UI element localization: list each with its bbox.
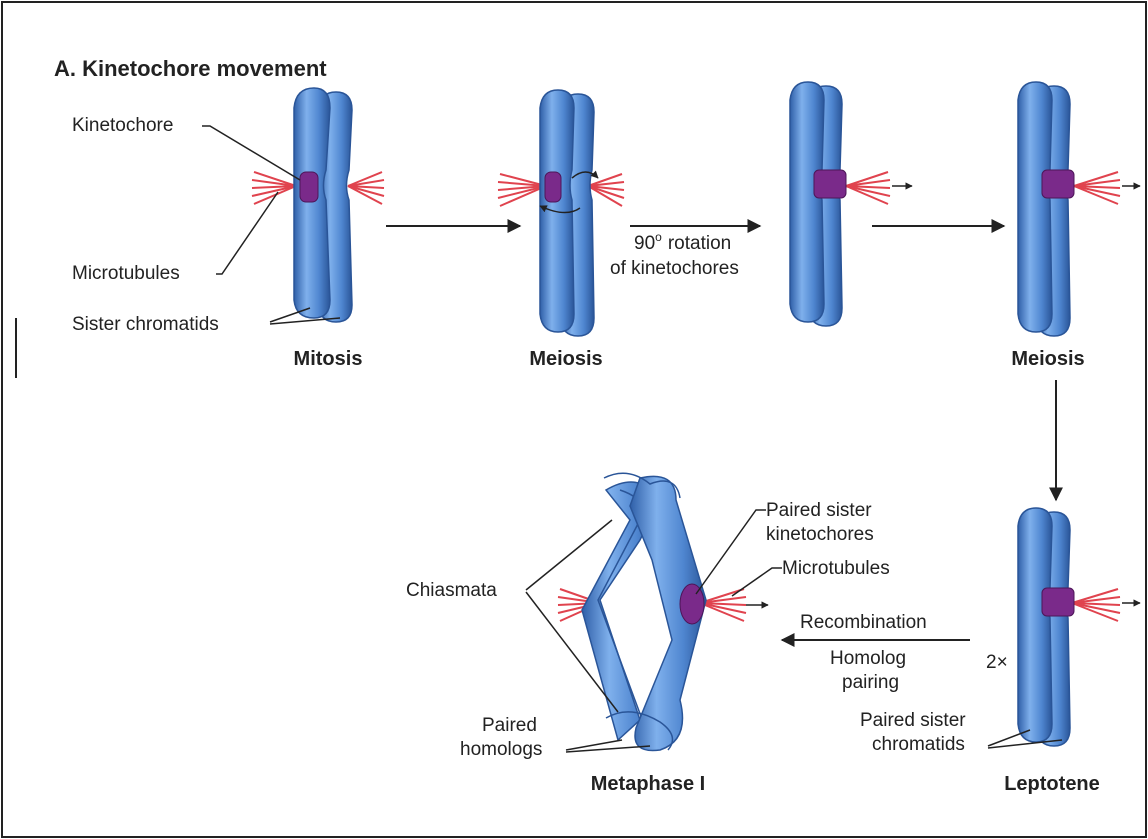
microtubules-right-meiosis-1 — [588, 174, 624, 206]
chromatid-front — [1018, 508, 1052, 742]
microtubules-leader — [216, 192, 278, 274]
homolog-pairing-line2: pairing — [842, 672, 899, 693]
kinetochore-meiosis-3 — [1042, 170, 1074, 198]
rotation-label-line2: of kinetochores — [610, 258, 739, 279]
kinetochore-leader — [202, 126, 300, 180]
microtubules-right-meiosis-3 — [1074, 172, 1120, 204]
homolog-pairing-line1: Homolog — [830, 648, 906, 669]
chromatid-front — [1018, 82, 1052, 332]
multiplier-label: 2× — [986, 652, 1008, 673]
kinetochore-metaphase — [680, 584, 704, 624]
diagram-title: A. Kinetochore movement — [54, 56, 327, 81]
stage-meiosis-1: Meiosis — [529, 348, 602, 370]
paired-sister-chromatids-line1: Paired sister — [860, 710, 966, 731]
microtubules-right-metaphase — [700, 589, 746, 621]
paired-sister-kinetochores-line1: Paired sister — [766, 500, 872, 521]
meiosis-chromosome-1 — [498, 90, 624, 336]
paired-homologs-line2: homologs — [460, 739, 542, 760]
stage-leptotene: Leptotene — [1004, 773, 1100, 795]
microtubules-label-2: Microtubules — [782, 558, 890, 579]
rotation-degree: o — [655, 230, 662, 244]
chromatid-left — [294, 88, 330, 318]
metaphase-bivalent — [558, 473, 768, 750]
paired-sister-chromatids-line2: chromatids — [872, 734, 965, 755]
kinetochore-mitosis — [300, 172, 318, 202]
microtubules-right-mitosis — [348, 172, 384, 204]
meiosis-chromosome-2 — [790, 82, 912, 326]
rotation-value: 90 — [634, 233, 655, 254]
microtubules-left-mitosis — [252, 172, 296, 204]
rotation-word: rotation — [668, 233, 731, 254]
paired-sister-kinetochores-leader — [696, 510, 766, 594]
stage-meiosis-2: Meiosis — [1011, 348, 1084, 370]
kinetochore-label: Kinetochore — [72, 115, 173, 136]
kinetochore-meiosis-1 — [545, 172, 561, 202]
microtubules-right-meiosis-2 — [846, 172, 890, 204]
sister-chromatids-label: Sister chromatids — [72, 314, 219, 335]
leptotene-chromosome — [1018, 508, 1140, 746]
paired-homologs-leader-2 — [566, 746, 650, 752]
chiasmata-label: Chiasmata — [406, 580, 497, 601]
kinetochore-meiosis-2 — [814, 170, 846, 198]
paired-homologs-line1: Paired — [482, 715, 537, 736]
recombination-label: Recombination — [800, 612, 927, 633]
meiosis-chromosome-3 — [1018, 82, 1140, 336]
stage-metaphase: Metaphase I — [591, 773, 705, 795]
microtubules-left-meiosis-1 — [498, 174, 546, 206]
chromatid-front — [790, 82, 824, 322]
microtubules-label: Microtubules — [72, 263, 180, 284]
rotation-label-line1: 90o rotation — [634, 230, 731, 254]
microtubules-right-leptotene — [1072, 589, 1120, 621]
mitosis-chromosome — [252, 88, 384, 322]
kinetochore-leptotene — [1042, 588, 1074, 616]
paired-sister-kinetochores-line2: kinetochores — [766, 524, 874, 545]
microtubules-leader-2 — [732, 568, 782, 596]
stage-mitosis: Mitosis — [294, 348, 363, 370]
